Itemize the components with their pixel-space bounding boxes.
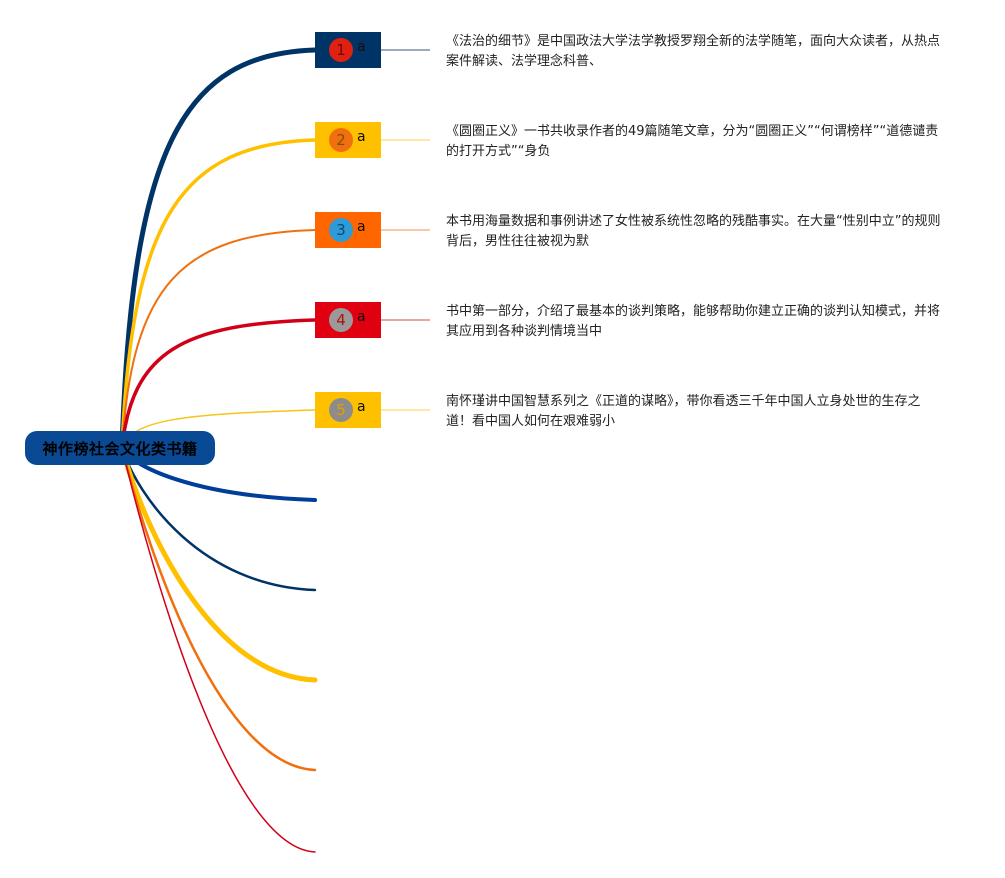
node-letter: a — [357, 399, 366, 415]
node-number-badge: 4 — [329, 308, 353, 332]
node-description-4: 书中第一部分，介绍了最基本的谈判策略，能够帮助你建立正确的谈判认知模式，并将其应… — [446, 304, 941, 339]
empty-branch-line-5 — [121, 447, 316, 853]
node-number-badge: 3 — [329, 218, 353, 242]
branch-line-1 — [119, 47, 318, 451]
node-number-badge: 5 — [329, 398, 353, 422]
empty-branch-line-3 — [119, 445, 318, 683]
root-label: 神作榜社会文化类书籍 — [42, 439, 198, 458]
node-letter: a — [357, 129, 366, 145]
node-letter: a — [357, 309, 366, 325]
empty-branch-line-4 — [120, 446, 317, 772]
branch-line-3 — [121, 229, 316, 449]
node-description-5: 南怀瑾讲中国智慧系列之《正道的谋略》，带你看透三千年中国人立身处世的生存之道！看… — [446, 394, 921, 429]
branch-line-4 — [120, 318, 317, 450]
branch-line-2 — [120, 138, 317, 450]
node-description-3: 本书用海量数据和事例讲述了女性被系统性忽略的残酷事实。在大量“性别中立”的规则背… — [446, 214, 941, 249]
node-letter: a — [357, 39, 366, 55]
node-letter: a — [357, 219, 366, 235]
node-number-badge: 1 — [329, 38, 353, 62]
node-description-2: 《圆圈正义》一书共收录作者的49篇随笔文章，分为“圆圈正义”“何谓榜样”“道德谴… — [446, 124, 939, 159]
node-description-1: 《法治的细节》是中国政法大学法学教授罗翔全新的法学随笔，面向大众读者，从热点案件… — [446, 34, 941, 69]
root-node[interactable]: 神作榜社会文化类书籍 — [25, 431, 215, 465]
node-number-badge: 2 — [329, 128, 353, 152]
